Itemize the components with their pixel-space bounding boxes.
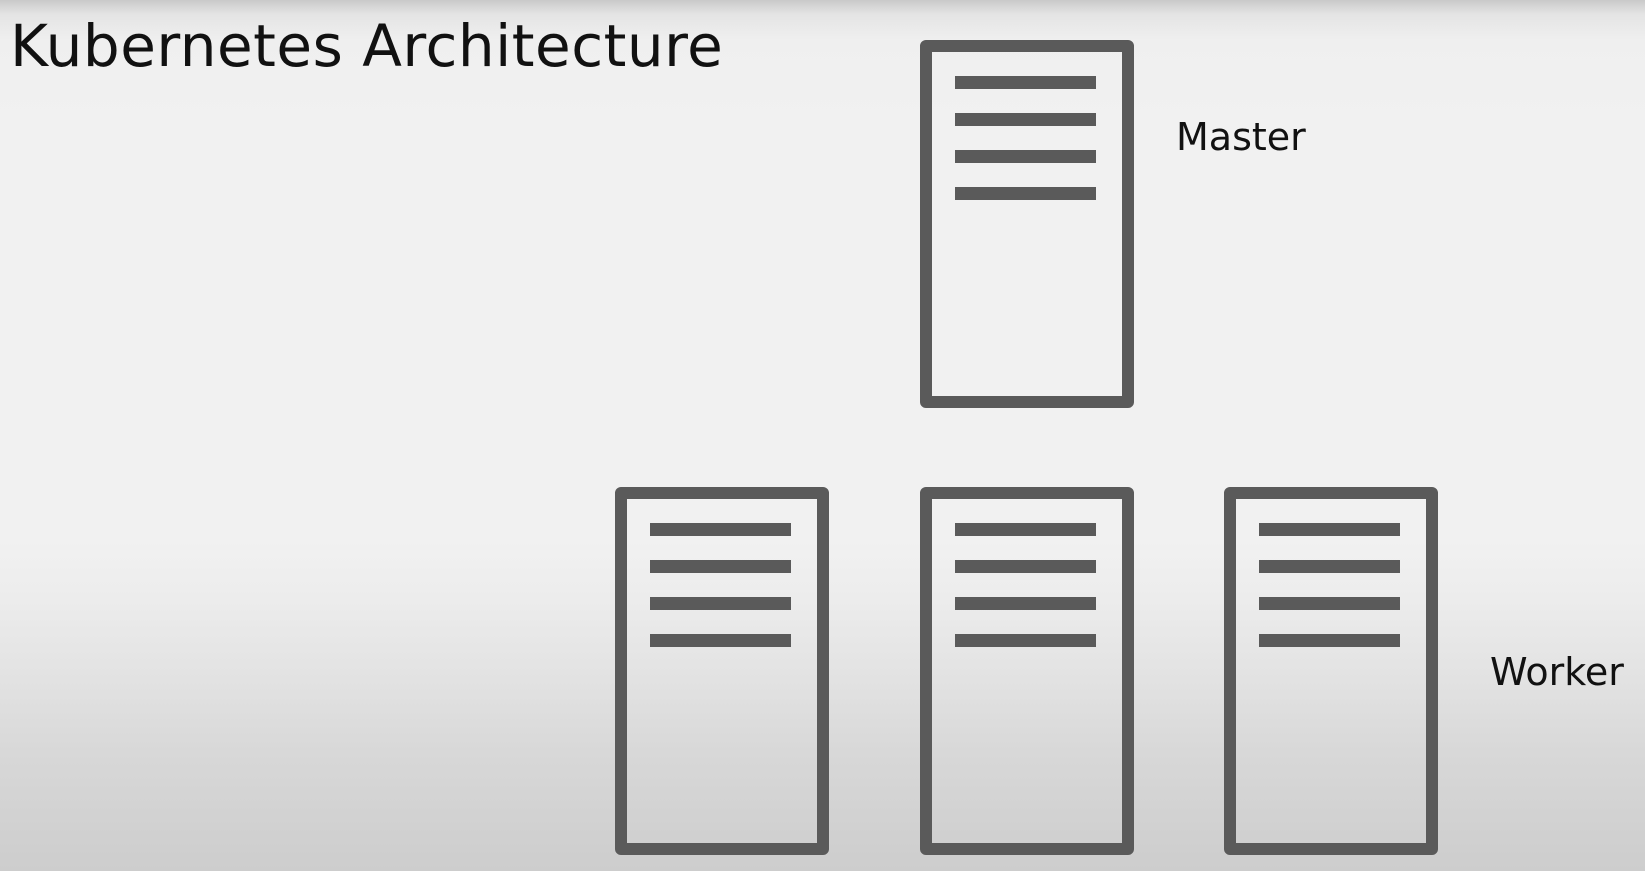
server-slot-line (650, 560, 791, 573)
page-title: Kubernetes Architecture (10, 12, 724, 80)
worker-label: Worker (1490, 650, 1624, 694)
server-slot-line (955, 523, 1096, 536)
server-slot-line (650, 634, 791, 647)
server-slot-line (1259, 560, 1400, 573)
master-server-icon (920, 40, 1134, 408)
worker-server-icon (920, 487, 1134, 855)
master-label: Master (1176, 115, 1306, 159)
server-slot-line (650, 523, 791, 536)
server-slot-line (955, 76, 1096, 89)
server-slot-line (1259, 597, 1400, 610)
worker-server-icon (615, 487, 829, 855)
server-slot-line (955, 634, 1096, 647)
server-slot-line (955, 113, 1096, 126)
server-slot-line (1259, 634, 1400, 647)
worker-server-icon (1224, 487, 1438, 855)
server-slot-line (955, 560, 1096, 573)
server-slot-line (955, 187, 1096, 200)
server-slot-line (955, 597, 1096, 610)
server-slot-line (1259, 523, 1400, 536)
server-slot-line (650, 597, 791, 610)
server-slot-line (955, 150, 1096, 163)
